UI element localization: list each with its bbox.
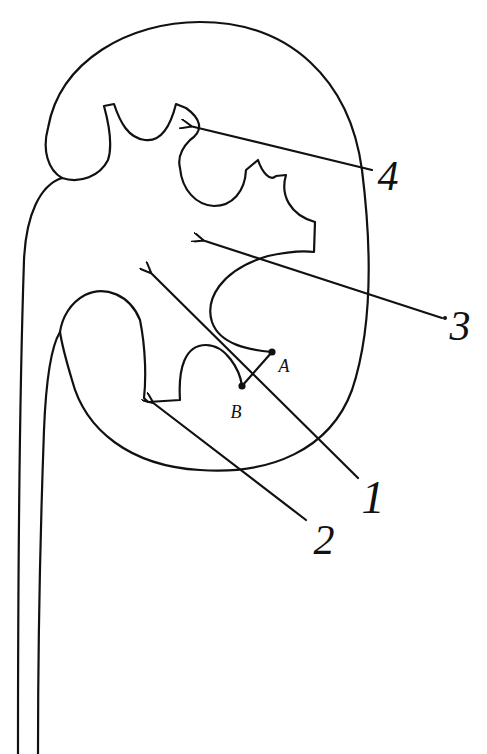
leader-line [202,240,442,318]
callout-number: A [279,357,290,375]
leader-dot [443,316,447,320]
callout-number: 1 [362,475,385,521]
kidney-outline [46,22,369,471]
leader-line [150,272,358,478]
point-dot [240,384,245,389]
leader-line [190,126,372,170]
callout-number: 4 [378,155,399,197]
leader-line [152,402,306,520]
callout-number: 3 [450,305,471,347]
renal-pelvis [60,104,315,402]
ureter-outer [18,178,62,754]
callout-number: 2 [314,519,335,561]
point-dot [270,350,275,355]
callout-number: B [231,403,242,421]
ureter-inner [38,332,60,754]
